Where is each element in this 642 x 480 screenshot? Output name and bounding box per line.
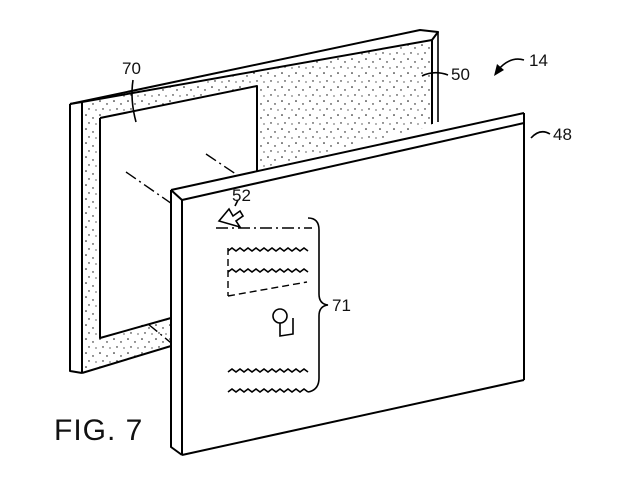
text-line: [227, 268, 309, 273]
window-frame: [99, 85, 258, 339]
text-line: [227, 368, 309, 373]
figure-caption: FIG. 7: [54, 414, 143, 447]
text-line: [227, 247, 309, 252]
content-items: [216, 199, 329, 393]
reference-labels: 70 50 14 48 52 71: [122, 51, 572, 315]
label-arrow-marker: 52: [232, 186, 251, 205]
label-assembly: 14: [529, 51, 548, 70]
circle-symbol-icon: [272, 308, 294, 337]
assembly-arrow-icon: [494, 58, 525, 76]
label-content-group: 71: [332, 296, 351, 315]
arrow-marker-icon: [217, 207, 245, 229]
label-front-panel: 48: [553, 125, 572, 144]
content-brace: [307, 217, 329, 393]
arrow-leader-line: [234, 199, 239, 207]
text-line: [227, 388, 309, 393]
front-panel: [170, 112, 525, 456]
label-window: 70: [122, 59, 141, 78]
label-back-panel: 50: [451, 65, 470, 84]
